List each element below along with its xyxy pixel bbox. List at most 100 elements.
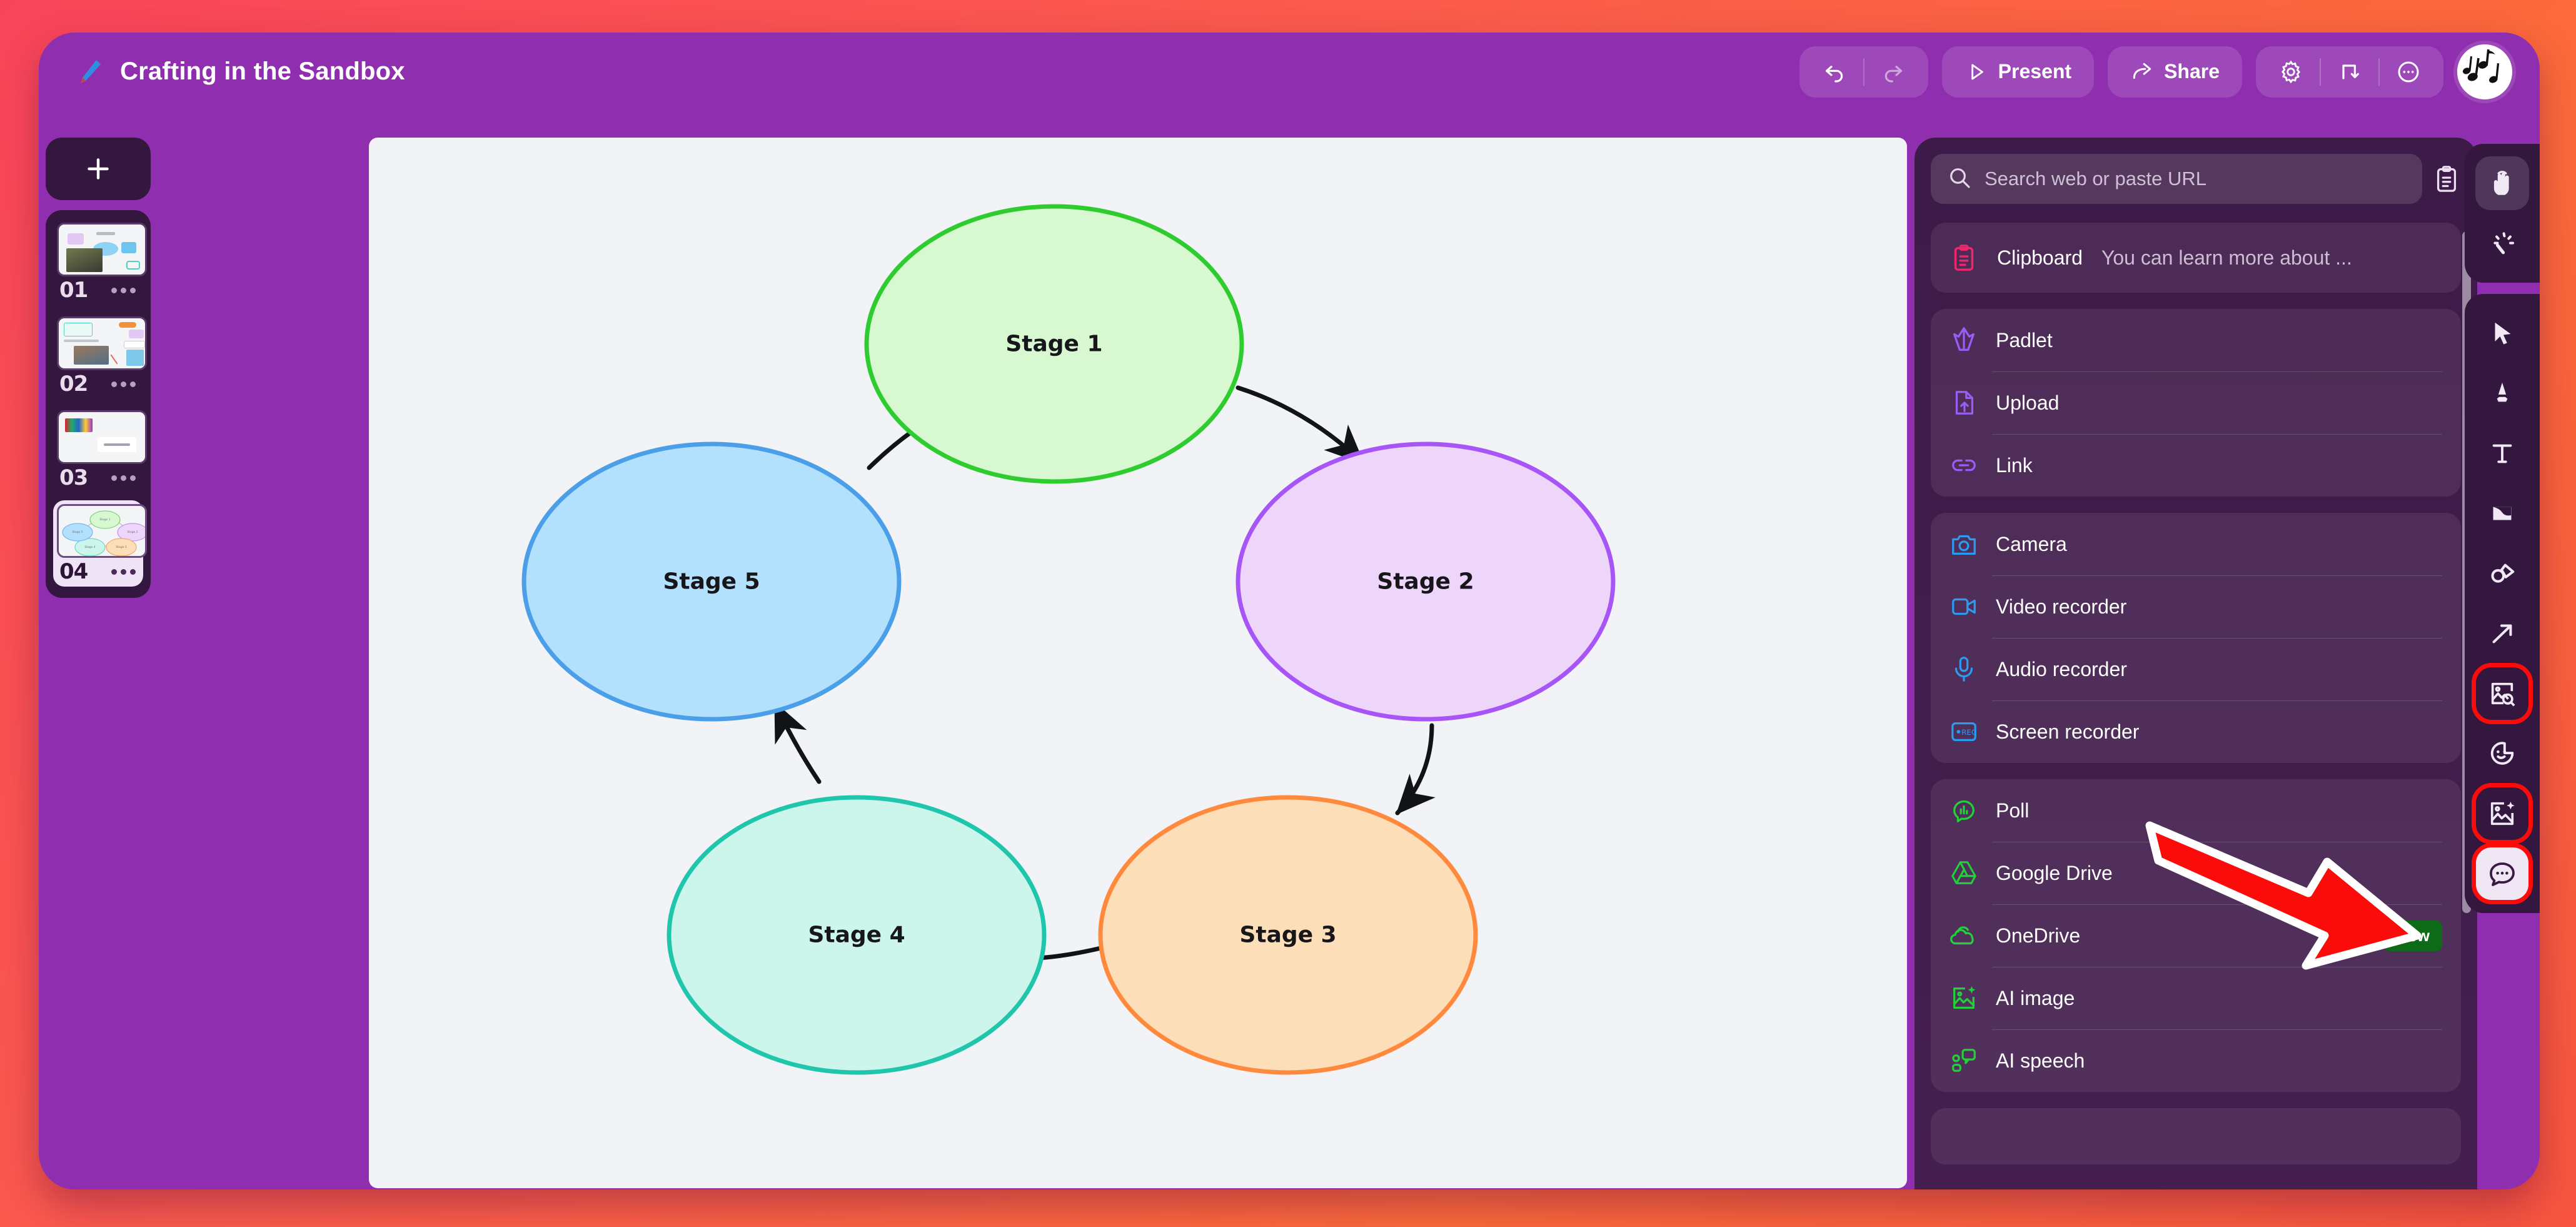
tool-hand-tap[interactable] bbox=[2475, 156, 2529, 210]
slide-number: 03 bbox=[59, 465, 88, 490]
insert-item-ai-speech[interactable]: AI speech bbox=[1950, 1029, 2442, 1092]
tool-chat[interactable] bbox=[2472, 843, 2533, 904]
slide-menu-button[interactable] bbox=[111, 381, 136, 387]
settings-button[interactable] bbox=[2262, 53, 2320, 91]
insert-item-upload[interactable]: Upload bbox=[1950, 371, 2442, 434]
title-block: Crafting in the Sandbox bbox=[75, 58, 405, 86]
magic-wand-icon bbox=[2487, 228, 2517, 258]
slide-item-03[interactable]: 03 bbox=[53, 406, 147, 493]
diagram-nodes bbox=[521, 204, 1616, 1075]
clipboard-label: Clipboard bbox=[1997, 246, 2083, 269]
clipboard-description: You can learn more about ... bbox=[2101, 246, 2352, 269]
slide-thumbnail[interactable] bbox=[57, 223, 147, 276]
insert-item-onedrive[interactable]: OneDrive New bbox=[1950, 904, 2442, 967]
insert-item-poll[interactable]: Poll bbox=[1950, 779, 2442, 842]
insert-item-label: Poll bbox=[1996, 799, 2030, 822]
insert-item-label: Camera bbox=[1996, 532, 2067, 555]
node-stage3[interactable] bbox=[1098, 795, 1478, 1075]
video-camera-icon bbox=[1950, 592, 1978, 621]
insert-item-camera[interactable]: Camera bbox=[1950, 513, 2442, 575]
plus-icon bbox=[83, 153, 114, 184]
poll-icon bbox=[1950, 796, 1978, 825]
clipboard-row[interactable]: Clipboard You can learn more about ... bbox=[1950, 223, 2442, 293]
insert-item-padlet[interactable]: Padlet bbox=[1950, 309, 2442, 371]
slide-item-02[interactable]: 02 bbox=[53, 313, 147, 399]
svg-text:Stage 2: Stage 2 bbox=[127, 530, 138, 534]
tool-rail bbox=[2465, 144, 2540, 913]
insert-item-label: Padlet bbox=[1996, 328, 2053, 351]
thumb-shape bbox=[64, 323, 93, 336]
slide-thumbnail[interactable] bbox=[57, 316, 147, 370]
insert-item-video-recorder[interactable]: Video recorder bbox=[1950, 575, 2442, 638]
chat-bubble-icon bbox=[2487, 859, 2517, 889]
node-stage4[interactable] bbox=[667, 795, 1047, 1075]
redo-button[interactable] bbox=[1864, 53, 1922, 91]
slide-meta: 02 bbox=[57, 370, 139, 396]
slide-canvas[interactable]: Stage 1 Stage 2 Stage 3 Stage 4 Stage 5 bbox=[369, 138, 1907, 1188]
tool-ai-image[interactable] bbox=[2472, 783, 2533, 844]
refresh-button[interactable] bbox=[2321, 53, 2378, 91]
divider bbox=[1863, 58, 1864, 86]
node-stage5[interactable] bbox=[521, 442, 902, 722]
clipboard-icon[interactable] bbox=[2432, 164, 2461, 193]
search-row bbox=[1931, 154, 2461, 204]
divider bbox=[2378, 58, 2380, 86]
insert-item-screen-recorder[interactable]: REC Screen recorder bbox=[1950, 700, 2442, 763]
tool-emoji[interactable] bbox=[2475, 727, 2529, 780]
tool-magic-wand[interactable] bbox=[2475, 216, 2529, 270]
insert-group-files: Padlet Upload Link bbox=[1931, 309, 2461, 497]
thumb-shape bbox=[124, 341, 145, 348]
slide-menu-button[interactable] bbox=[111, 475, 136, 481]
slide-item-01[interactable]: 01 bbox=[53, 219, 147, 305]
slide-rail: 01 02 bbox=[39, 138, 158, 598]
edge-stage4-stage5 bbox=[773, 701, 822, 784]
thumb-shape bbox=[126, 261, 140, 270]
insert-group-more bbox=[1931, 1108, 2461, 1164]
share-icon bbox=[2130, 60, 2154, 84]
thumb-shape bbox=[96, 232, 115, 235]
tool-group-secondary bbox=[2465, 294, 2540, 913]
tool-marker[interactable] bbox=[2475, 366, 2529, 420]
insert-item-audio-recorder[interactable]: Audio recorder bbox=[1950, 638, 2442, 700]
insert-item-label: Video recorder bbox=[1996, 595, 2127, 618]
insert-item-link[interactable]: Link bbox=[1950, 434, 2442, 497]
insert-item-google-drive[interactable]: Google Drive bbox=[1950, 842, 2442, 904]
node-stage2[interactable] bbox=[1235, 442, 1616, 722]
thumb-shape bbox=[121, 242, 136, 253]
cycle-diagram bbox=[521, 204, 1616, 1075]
avatar[interactable] bbox=[2457, 44, 2512, 99]
music-notes-avatar-icon bbox=[2457, 44, 2512, 99]
svg-text:Stage 3: Stage 3 bbox=[116, 545, 126, 549]
insert-item-ai-image[interactable]: AI image bbox=[1950, 967, 2442, 1029]
thumb-shape bbox=[104, 443, 130, 446]
slide-menu-button[interactable] bbox=[111, 287, 136, 293]
search-icon bbox=[1947, 165, 1972, 193]
tool-select[interactable] bbox=[2475, 306, 2529, 360]
more-horizontal-icon bbox=[2396, 59, 2421, 84]
tool-text[interactable] bbox=[2475, 427, 2529, 480]
screen-record-icon: REC bbox=[1950, 717, 1978, 746]
edge-stage1-stage2 bbox=[1235, 385, 1366, 465]
more-button[interactable] bbox=[2380, 53, 2437, 91]
slide-menu-button[interactable] bbox=[111, 568, 136, 575]
marker-pen-icon bbox=[2488, 379, 2517, 408]
edge-stage2-stage3 bbox=[1395, 723, 1436, 815]
tool-group-primary bbox=[2465, 144, 2540, 283]
divider bbox=[2320, 58, 2321, 86]
present-button[interactable]: Present bbox=[1948, 53, 2088, 91]
share-button[interactable]: Share bbox=[2114, 53, 2236, 91]
present-label: Present bbox=[1998, 60, 2072, 83]
tool-sticky-note[interactable] bbox=[2475, 487, 2529, 540]
padlet-bird-icon bbox=[1950, 326, 1978, 355]
tool-image-search[interactable] bbox=[2472, 663, 2533, 724]
add-slide-button[interactable] bbox=[46, 138, 151, 200]
slide-thumbnail[interactable] bbox=[57, 410, 147, 464]
node-stage1[interactable] bbox=[864, 204, 1244, 484]
search-input[interactable] bbox=[1985, 168, 2406, 190]
tool-arrow[interactable] bbox=[2475, 607, 2529, 660]
undo-button[interactable] bbox=[1806, 53, 1863, 91]
search-box[interactable] bbox=[1931, 154, 2422, 204]
tool-shapes[interactable] bbox=[2475, 547, 2529, 600]
